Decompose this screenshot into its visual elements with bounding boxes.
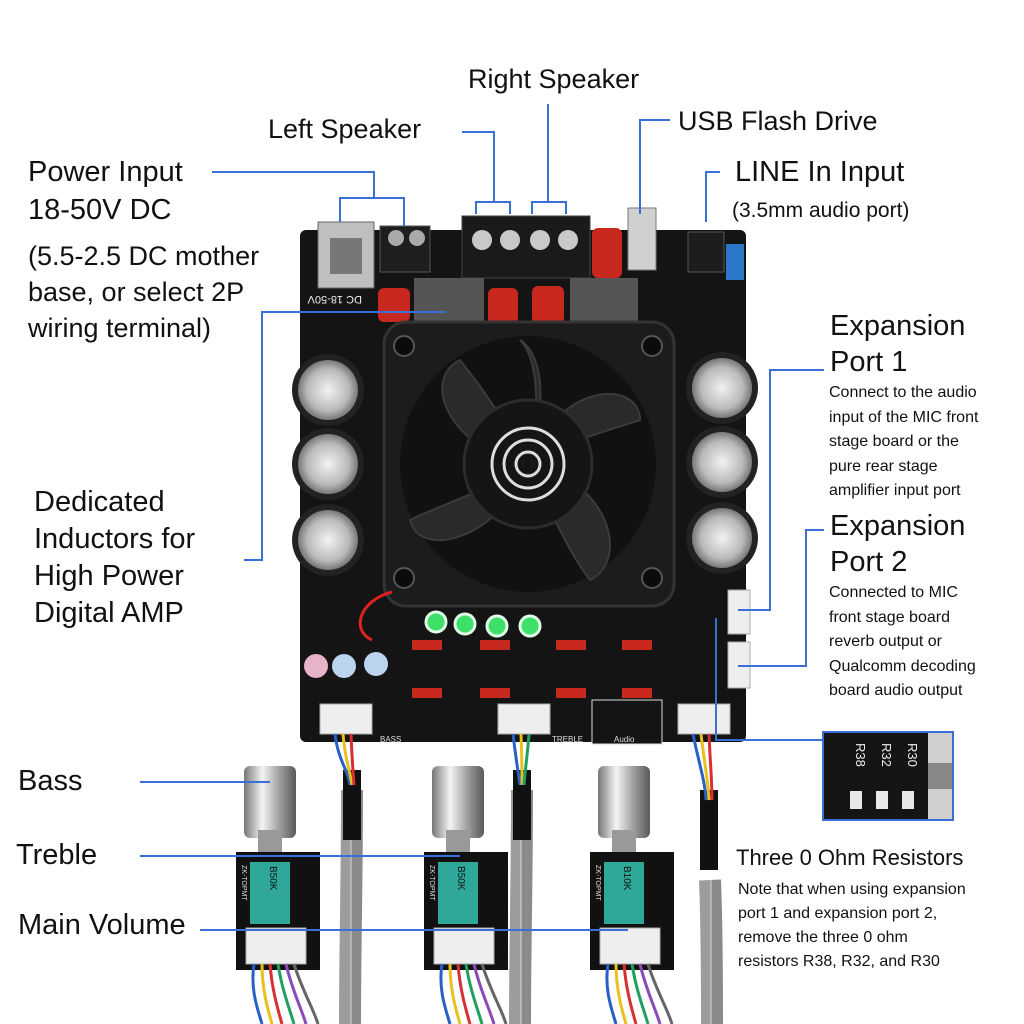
capacitors-right xyxy=(686,352,758,574)
dc-silk-label: DC 18-50V xyxy=(307,293,362,305)
resistor-zoom-art: R38 R32 R30 xyxy=(824,733,952,819)
expansion-port-2-title-line: Expansion xyxy=(830,510,966,542)
usb-flash-drive-label: USB Flash Drive xyxy=(678,106,878,136)
potentiometer-bass: B50K ZK-TOPMT xyxy=(236,766,320,1024)
pot-volume-brand: ZK-TOPMT xyxy=(594,865,601,901)
inductors-label-line: Inductors for xyxy=(34,523,196,555)
right-speaker-label: Right Speaker xyxy=(468,64,640,94)
resistors-note-line: Note that when using expansion xyxy=(738,881,966,898)
resistor-r32-label: R32 xyxy=(879,743,894,767)
expansion-port-2-note-line: Qualcomm decoding xyxy=(829,657,976,675)
pot-bass-brand: ZK-TOPMT xyxy=(240,865,247,901)
power-input-title: Power Input xyxy=(28,156,183,188)
pcb-board: DC 18-50V xyxy=(292,207,758,801)
power-input-note-line: wiring terminal) xyxy=(28,313,212,343)
line-in-title: LINE In Input xyxy=(735,156,905,188)
resistor-r38-label: R38 xyxy=(853,743,868,767)
status-leds xyxy=(424,610,542,638)
power-input-note-line: (5.5-2.5 DC mother xyxy=(28,241,260,271)
expansion-port-2-title-line: Port 2 xyxy=(830,546,908,578)
left-speaker-label: Left Speaker xyxy=(268,114,422,144)
expansion-port-1-note-line: input of the MIC front xyxy=(829,408,979,426)
expansion-port-2-note: Connected to MIC front stage board rever… xyxy=(829,581,976,704)
resistors-title: Three 0 Ohm Resistors xyxy=(736,845,964,870)
expansion-port-1-note-line: pure rear stage xyxy=(829,457,938,475)
main-volume-label: Main Volume xyxy=(18,909,186,941)
pot-volume-value: B10K xyxy=(621,866,632,891)
resistor-r30-label: R30 xyxy=(905,743,920,767)
treble-silk-label: TREBLE xyxy=(552,735,583,744)
expansion-port-1-title-line: Expansion xyxy=(830,310,966,342)
expansion-port-2-title: Expansion Port 2 xyxy=(830,508,965,580)
expansion-port-1-note-line: amplifier input port xyxy=(829,482,961,499)
potentiometer-treble: B50K ZK-TOPMT xyxy=(424,766,508,1024)
expansion-port-1-note-line: stage board or the xyxy=(829,433,959,450)
power-input-note: (5.5-2.5 DC mother base, or select 2P wi… xyxy=(28,238,259,346)
potentiometer-main-volume: B10K ZK-TOPMT xyxy=(590,766,674,1024)
bass-label: Bass xyxy=(18,765,83,797)
expansion-port-2-note-line: reverb output or xyxy=(829,633,942,650)
pot-bass-value: B50K xyxy=(267,866,278,891)
resistors-note: Note that when using expansion port 1 an… xyxy=(738,878,966,974)
expansion-port-2-note-line: board audio output xyxy=(829,682,963,699)
inductors-label-line: Digital AMP xyxy=(34,597,184,629)
inductors-label-line: High Power xyxy=(34,560,184,592)
capacitors-left xyxy=(292,354,364,576)
pot-treble-value: B50K xyxy=(455,866,466,891)
expansion-port-1-note-line: Connect to the audio xyxy=(829,384,977,401)
resistors-note-line: port 1 and expansion port 2, xyxy=(738,905,938,922)
audio-silk-label: Audio xyxy=(614,735,635,744)
power-input-voltage: 18-50V DC xyxy=(28,194,172,226)
line-in-note: (3.5mm audio port) xyxy=(732,199,910,222)
treble-label: Treble xyxy=(16,839,98,871)
expansion-port-1-title: Expansion Port 1 xyxy=(830,308,965,380)
expansion-port-2-note-line: Connected to MIC xyxy=(829,584,958,601)
inductors-label: Dedicated Inductors for High Power Digit… xyxy=(34,484,195,632)
resistors-note-line: resistors R38, R32, and R30 xyxy=(738,953,940,970)
expansion-port-1-title-line: Port 1 xyxy=(830,346,908,378)
resistor-zoom-inset: R38 R32 R30 xyxy=(822,731,954,821)
expansion-port-1-note: Connect to the audio input of the MIC fr… xyxy=(829,381,978,504)
cooling-fan xyxy=(358,320,676,642)
bass-silk-label: BASS xyxy=(380,735,401,744)
inductors-label-line: Dedicated xyxy=(34,486,165,518)
resistors-note-line: remove the three 0 ohm xyxy=(738,929,908,946)
power-input-note-line: base, or select 2P xyxy=(28,277,245,307)
signal-cables xyxy=(339,770,723,1024)
expansion-port-2-note-line: front stage board xyxy=(829,608,950,626)
pot-treble-brand: ZK-TOPMT xyxy=(428,865,435,901)
leader-lines xyxy=(140,104,824,931)
